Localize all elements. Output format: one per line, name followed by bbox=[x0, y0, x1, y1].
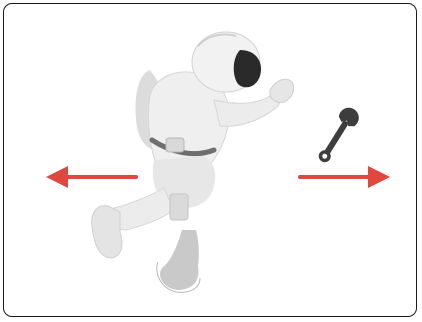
right-arrow bbox=[300, 166, 390, 188]
left-arrow bbox=[46, 166, 136, 188]
astronaut-figure bbox=[92, 32, 294, 292]
wrench-icon bbox=[313, 104, 362, 167]
